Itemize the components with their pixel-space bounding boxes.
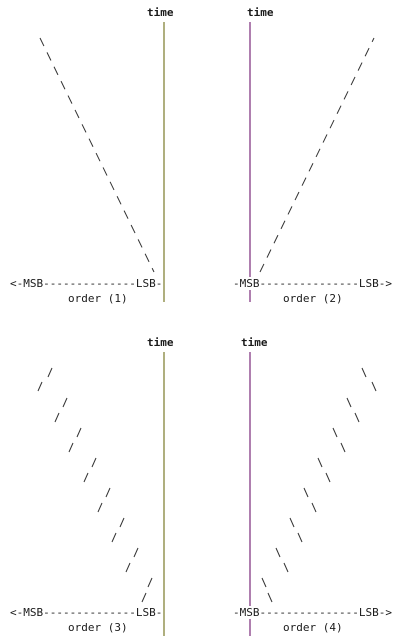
bit-trace-1 [39, 37, 155, 273]
caption-order-1: order (1) [68, 292, 128, 305]
axis-msb-lsb-2: -MSB---------------LSB-> [233, 277, 392, 290]
axis-msb-lsb-3: <-MSB--------------LSB- [10, 606, 163, 619]
bit-trace-2 [259, 37, 375, 273]
bit-trace-4 [261, 367, 377, 603]
axis-msb-lsb-1: <-MSB--------------LSB- [10, 277, 163, 290]
time-label-1: time [147, 6, 174, 19]
caption-order-4: order (4) [283, 621, 343, 634]
time-label-4: time [241, 336, 268, 349]
time-label-2: time [247, 6, 274, 19]
caption-order-3: order (3) [68, 621, 128, 634]
time-label-3: time [147, 336, 174, 349]
caption-order-2: order (2) [283, 292, 343, 305]
bit-trace-3 [37, 367, 153, 603]
axis-msb-lsb-4: -MSB---------------LSB-> [233, 606, 392, 619]
